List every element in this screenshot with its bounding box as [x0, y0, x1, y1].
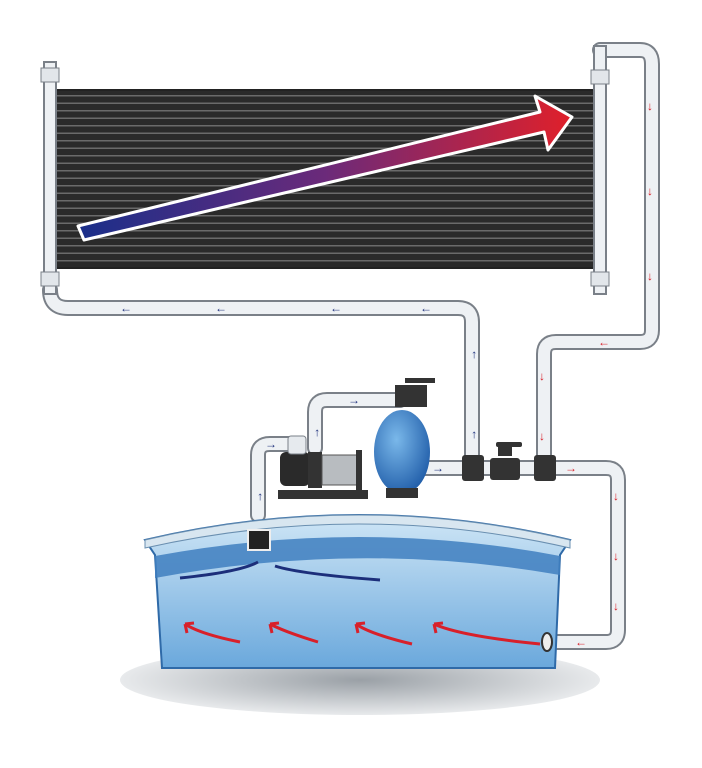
svg-text:←: ← [120, 301, 132, 315]
svg-text:→: → [645, 186, 659, 198]
header-pipe-right [590, 45, 610, 295]
svg-text:→: → [348, 393, 360, 407]
swimming-pool [143, 514, 572, 669]
skimmer [247, 529, 271, 551]
skimmer-intake-arrows [179, 560, 381, 582]
svg-text:→: → [645, 101, 659, 113]
svg-text:→: → [537, 431, 551, 443]
pipes [42, 42, 660, 650]
svg-text:←: ← [598, 335, 610, 349]
svg-text:←: ← [215, 301, 227, 315]
svg-text:→: → [611, 601, 625, 613]
svg-text:→: → [308, 427, 322, 439]
return-inlet [541, 632, 553, 652]
svg-text:→: → [611, 491, 625, 503]
svg-text:→: → [537, 371, 551, 383]
svg-text:→: → [251, 491, 265, 503]
valve-assembly [462, 442, 556, 481]
svg-text:→: → [265, 437, 277, 451]
heating-gradient-arrow [76, 94, 574, 242]
hot-flow-arrows: → → → ← → → → → → → ← [537, 101, 659, 649]
warm-water-arrows [183, 621, 541, 646]
svg-text:←: ← [420, 301, 432, 315]
cold-flow-arrows: ← ← ← ← → → → → → → → [120, 301, 479, 503]
pool-pump [278, 435, 368, 499]
svg-text:←: ← [575, 635, 587, 649]
svg-text:→: → [611, 551, 625, 563]
svg-text:→: → [465, 429, 479, 441]
svg-text:←: ← [330, 301, 342, 315]
svg-text:→: → [645, 271, 659, 283]
header-pipe-left [40, 61, 60, 295]
svg-text:→: → [432, 461, 444, 475]
svg-text:→: → [565, 461, 577, 475]
sand-filter [374, 378, 435, 498]
svg-text:→: → [465, 349, 479, 361]
